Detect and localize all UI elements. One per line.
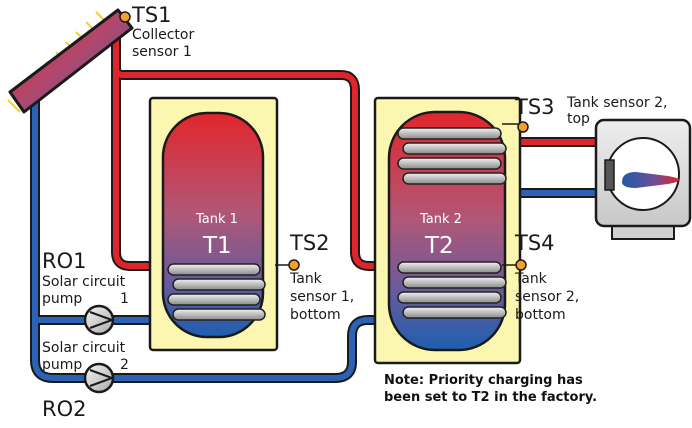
pump-ro2 [83, 362, 115, 394]
burner-flame-icon [622, 172, 679, 188]
ro1-desc-line2: pump [42, 291, 83, 307]
ro2-desc-line2: pump [42, 357, 83, 373]
ts1-label: TS1 [132, 3, 172, 27]
priority-note-line2: been set to T2 in the factory. [384, 390, 598, 405]
tank-2-name: Tank 2 [420, 212, 462, 227]
auxiliary-heater [594, 118, 692, 240]
ts2-desc-line1: Tank [290, 271, 322, 287]
ts1-desc-line1: Collector [132, 27, 195, 43]
ro1-desc-line1: Solar circuit [42, 274, 126, 290]
tank-2 [373, 96, 522, 365]
ts4-desc-line3: bottom [515, 307, 566, 323]
tank-1-heat-coil [167, 263, 266, 321]
tank-1 [148, 96, 279, 352]
ts1-desc-line2: sensor 1 [132, 44, 192, 60]
ro2-desc-num: 2 [120, 357, 129, 373]
ts3-desc-line2: top [567, 111, 590, 127]
ro2-desc-line1: Solar circuit [42, 340, 126, 356]
sensor-ts1-dot [119, 11, 131, 23]
ro1-desc-num: 1 [120, 291, 129, 307]
tank-2-bottom-coil [397, 261, 507, 319]
sensor-ts4-dot [515, 259, 527, 271]
priority-note-line1: Note: Priority charging has [384, 373, 583, 388]
ts2-desc-line3: bottom [290, 307, 341, 323]
tank-2-top-coil [397, 127, 507, 185]
ro2-label: RO2 [42, 397, 87, 421]
ts3-label: TS3 [515, 95, 555, 119]
solar-collector [8, 8, 134, 114]
ro1-label: RO1 [42, 249, 87, 273]
sensors [119, 11, 529, 271]
tank-2-code: T2 [425, 233, 454, 259]
ts4-desc-line1: Tank [515, 271, 547, 287]
sensor-ts3-dot [517, 121, 529, 133]
ts3-desc-line1: Tank sensor 2, [567, 95, 668, 111]
pump-ro1 [83, 304, 115, 336]
ts4-desc-line2: sensor 2, [515, 289, 580, 305]
tank-1-code: T1 [203, 233, 232, 259]
ts4-label: TS4 [515, 231, 555, 255]
tank-1-name: Tank 1 [196, 212, 238, 227]
sensor-ts2-dot [288, 259, 300, 271]
ts2-desc-line2: sensor 1, [290, 289, 355, 305]
ts2-label: TS2 [290, 231, 330, 255]
